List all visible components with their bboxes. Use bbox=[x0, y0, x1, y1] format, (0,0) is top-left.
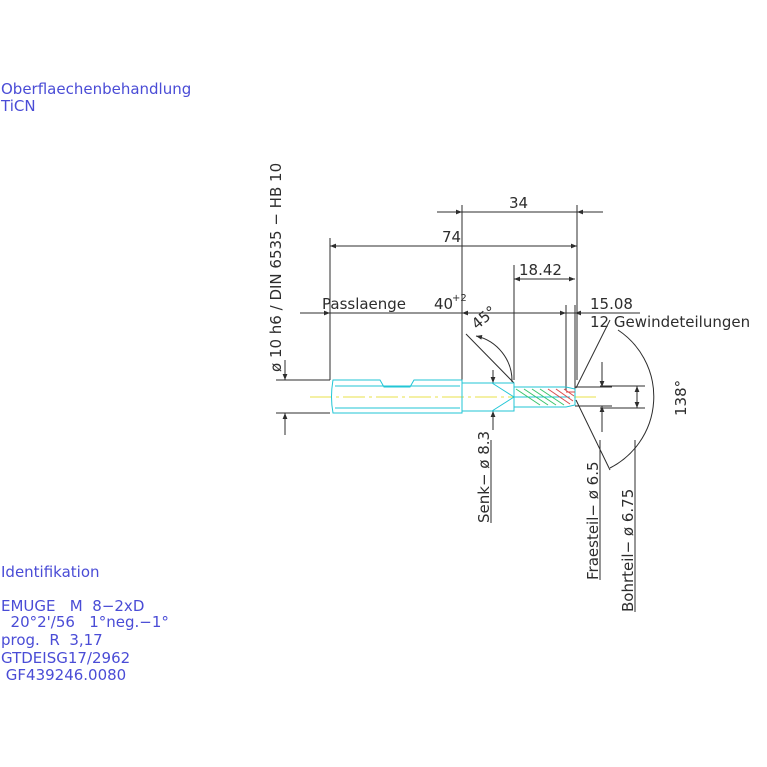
fit-40-tolerance: +2 bbox=[452, 293, 467, 304]
surface-treatment-value: TiCN bbox=[1, 97, 36, 115]
dim-1508-label: 15.08 bbox=[590, 295, 633, 313]
dim-74-label: 74 bbox=[442, 228, 461, 246]
angle-45-label: 45° bbox=[468, 302, 500, 333]
senk-label: Senk− ø 8.3 bbox=[475, 431, 493, 523]
identification-line: prog. R 3,17 bbox=[1, 631, 103, 649]
angle-45-arc bbox=[475, 334, 513, 383]
surface-treatment-title: Oberflaechenbehandlung bbox=[1, 80, 192, 98]
passlaenge-label: Passlaenge bbox=[322, 295, 406, 313]
shank-spec-label: ø 10 h6 / DIN 6535 − HB 10 bbox=[267, 163, 285, 372]
dim-1842-label: 18.42 bbox=[519, 261, 562, 279]
identification-line: 20°2'/56 1°neg.−1° bbox=[1, 613, 169, 631]
tool-outline bbox=[331, 379, 576, 414]
gewinde-label: 12 Gewindeteilungen bbox=[590, 313, 750, 331]
fit-40-label: 40 bbox=[434, 295, 453, 313]
chamfer-line bbox=[491, 396, 515, 412]
thread-body bbox=[514, 386, 576, 408]
angle-138-label: 138° bbox=[672, 380, 690, 416]
dim-34-label: 34 bbox=[509, 194, 528, 212]
identification-line: GF439246.0080 bbox=[1, 666, 127, 684]
identification-title: Identifikation bbox=[1, 563, 100, 581]
fraes-label: Fraesteil− ø 6.5 bbox=[584, 461, 602, 580]
bohr-label: Bohrteil− ø 6.75 bbox=[619, 489, 637, 612]
dimension-lines bbox=[276, 205, 655, 471]
angle-45-leader bbox=[465, 333, 515, 384]
chamfer-line bbox=[491, 382, 515, 398]
thread-flutes bbox=[515, 388, 575, 406]
angle-138-leader bbox=[575, 399, 611, 471]
angle-138-arc bbox=[609, 329, 655, 469]
identification-line: GTDEISG17/2962 bbox=[1, 649, 131, 667]
angle-138-leader bbox=[575, 319, 611, 389]
identification-line: EMUGE M 8−2xD bbox=[1, 597, 145, 615]
shank-body bbox=[331, 379, 463, 414]
